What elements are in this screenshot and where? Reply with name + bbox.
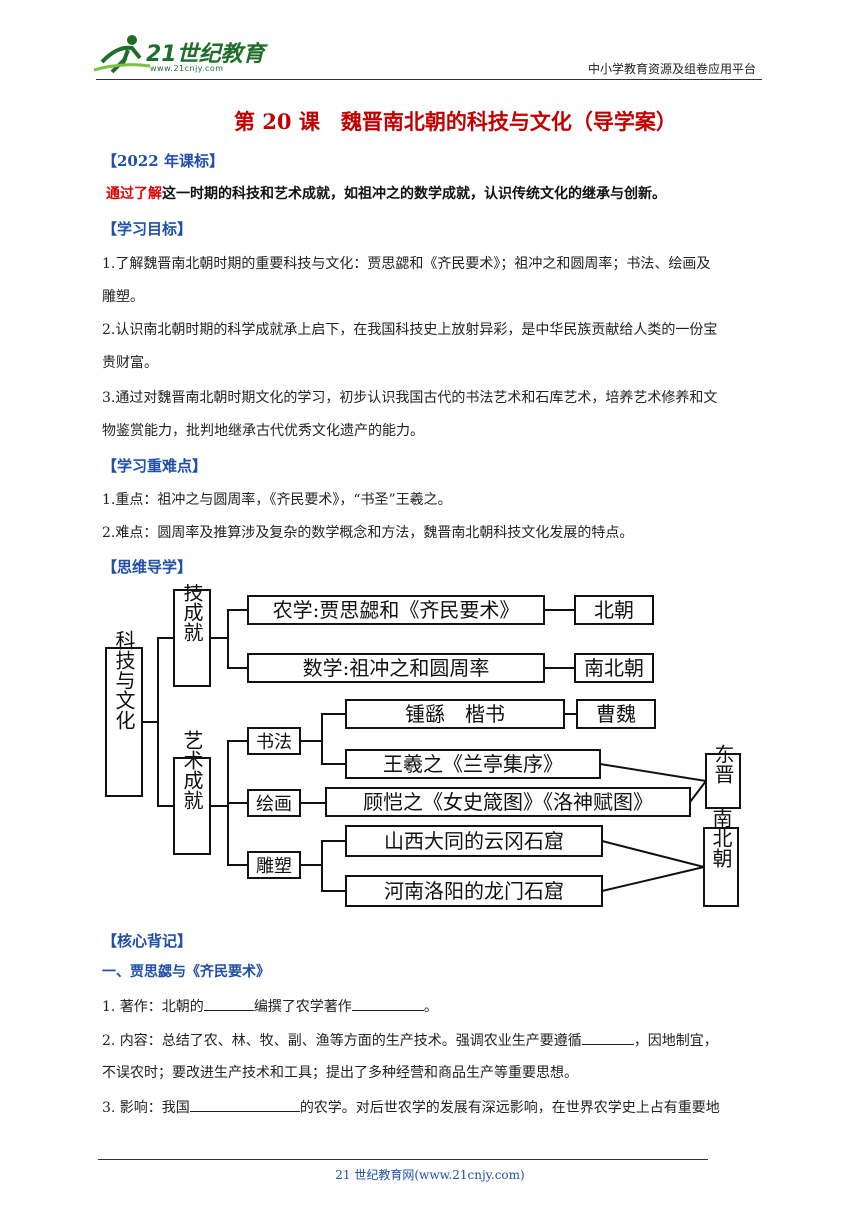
footer-divider <box>98 1159 708 1160</box>
runner-logo-icon <box>93 35 151 74</box>
yungang-label: 山西大同的云冈石窟 <box>384 829 564 853</box>
mindmap-heading: 【思维导学】 <box>102 558 193 576</box>
keypoint-line: 1.重点：祖冲之与圆周率，《齐民要术》，“书圣”王羲之。 <box>102 492 452 508</box>
blank[interactable] <box>351 996 424 1011</box>
wangxizhi-label: 王羲之《兰亭集序》 <box>383 752 563 776</box>
tech-label: 科技成就 <box>180 584 204 642</box>
zhongyao-label: 锺繇 楷书 <box>405 702 505 726</box>
mindmap-diagram: 科技与文化 科技成就 艺术成就 农学:贾思勰和《齐民要术》 北朝 数学:祖冲之和… <box>105 584 741 907</box>
standard-text: 通过了解这一时期的科技和艺术成就，如祖冲之的数学成就，认识传统文化的继承与创新。 <box>106 184 666 204</box>
standard-heading: 【2022 年课标】 <box>102 152 224 170</box>
keypoints-heading: 【学习重难点】 <box>102 457 208 475</box>
text: 。 <box>423 999 438 1015</box>
keypoint-line: 2.难点：圆周率及推算涉及复杂的数学概念和方法，魏晋南北朝科技文化发展的特点。 <box>102 525 634 541</box>
longmen-label: 河南洛阳的龙门石窟 <box>384 879 564 903</box>
text: 1. 著作：北朝的 <box>102 999 204 1015</box>
root-label: 科技与文化 <box>112 630 136 730</box>
text: 2. 内容：总结了农、林、牧、副、渔等方面的生产技术。强调农业生产要遵循 <box>102 1033 582 1049</box>
blank[interactable] <box>581 1030 634 1045</box>
objective-line: 1.了解魏晋南北朝时期的重要科技与文化：贾思勰和《齐民要术》；祖冲之和圆周率；书… <box>102 256 711 272</box>
memory-line-3: 不误农时；要改进生产技术和工具；提出了多种经营和商品生产等重要思想。 <box>102 1065 578 1081</box>
objective-line: 2.认识南北朝时期的科学成就承上启下，在我国科技史上放射异彩，是中华民族贡献给人… <box>102 322 718 338</box>
text: 编撰了农学著作 <box>253 999 352 1015</box>
header-divider <box>96 79 762 80</box>
standard-body: 这一时期的科技和艺术成就，如祖冲之的数学成就，认识传统文化的继承与创新。 <box>162 186 666 202</box>
memory-line-1: 1. 著作：北朝的 编撰了农学著作 。 <box>102 996 438 1017</box>
gukaizhi-label: 顾恺之《女史箴图》《洛神赋图》 <box>363 790 653 814</box>
text: 的农学。对后世农学的发展有深远影响，在世界农学史上占有重要地 <box>299 1100 720 1116</box>
nanbeichao-label: 南北朝 <box>709 808 733 868</box>
memory-line-4: 3. 影响：我国 的农学。对后世农学的发展有深远影响，在世界农学史上占有重要地 <box>102 1097 720 1118</box>
math-label: 数学:祖冲之和圆周率 <box>303 656 490 680</box>
math-era-label: 南北朝 <box>584 656 644 680</box>
objective-line: 3.通过对魏晋南北朝时期文化的学习，初步认识我国古代的书法艺术和石库艺术，培养艺… <box>102 390 718 406</box>
logo-text: 21世纪教育 <box>146 42 265 67</box>
memory-subheading: 一、贾思勰与《齐民要术》 <box>102 964 270 980</box>
objective-line: 贵财富。 <box>102 355 158 371</box>
agri-label: 农学:贾思勰和《齐民要术》 <box>273 598 520 622</box>
objective-line: 物鉴赏能力，批判地继承古代优秀文化遗产的能力。 <box>102 423 424 439</box>
objective-line: 雕塑。 <box>102 289 144 305</box>
huihua-label: 绘画 <box>256 794 292 815</box>
caowei-label: 曹魏 <box>596 702 636 726</box>
text: ，因地制宜， <box>633 1033 718 1049</box>
footer-link[interactable]: 21 世纪教育网(www.21cnjy.com) <box>335 1168 525 1182</box>
diaosu-label: 雕塑 <box>256 856 292 877</box>
dongjin-label: 东晋 <box>711 744 735 784</box>
memory-line-2: 2. 内容：总结了农、林、牧、副、渔等方面的生产技术。强调农业生产要遵循 ，因地制… <box>102 1030 718 1051</box>
shufa-label: 书法 <box>256 732 292 753</box>
page-title: 第 20 课 魏晋南北朝的科技与文化（导学案） <box>234 109 677 134</box>
site-logo <box>92 32 262 76</box>
art-label: 艺术成就 <box>180 730 204 810</box>
agri-era-label: 北朝 <box>594 598 634 622</box>
standard-lead: 通过了解 <box>106 186 162 202</box>
platform-name: 中小学教育资源及组卷应用平台 <box>587 62 756 76</box>
blank[interactable] <box>189 1097 300 1112</box>
memory-heading: 【核心背记】 <box>102 932 193 950</box>
blank[interactable] <box>203 996 254 1011</box>
objectives-heading: 【学习目标】 <box>102 220 193 238</box>
text: 3. 影响：我国 <box>102 1100 190 1116</box>
logo-url: www.21cnjy.com <box>150 64 224 73</box>
